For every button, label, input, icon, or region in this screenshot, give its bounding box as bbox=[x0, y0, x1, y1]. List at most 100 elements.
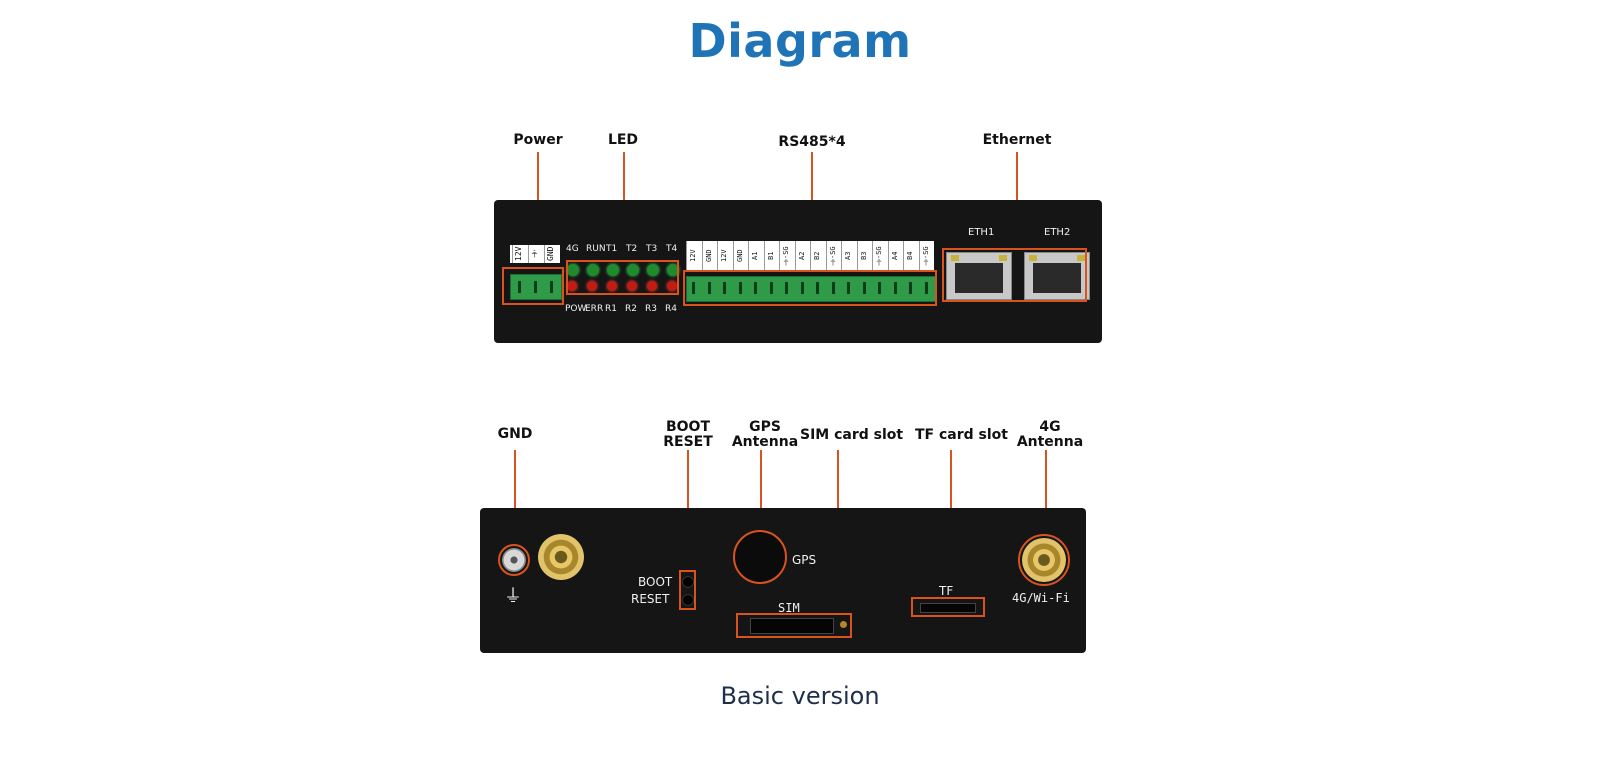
label-rs485: RS485*4 bbox=[778, 134, 846, 150]
power-pin-label: ⏚ bbox=[528, 245, 543, 263]
rs485-pin-label: B3 bbox=[857, 241, 872, 271]
label-tf-slot: TF card slot bbox=[915, 427, 1008, 443]
led-bottom-label: R4 bbox=[665, 304, 677, 314]
gps-antenna-port[interactable] bbox=[733, 530, 787, 584]
rs485-pin-label: 12V bbox=[686, 241, 701, 271]
led-highlight bbox=[566, 260, 679, 295]
gnd-leader-line bbox=[514, 450, 516, 543]
rs485-pin-label: ⏚-SG bbox=[779, 241, 794, 271]
label-4g-line2: Antenna bbox=[1016, 434, 1084, 450]
label-gps-antenna: GPS Antenna bbox=[730, 420, 800, 450]
label-4g-line1: 4G bbox=[1039, 419, 1061, 435]
sma-connector-left[interactable] bbox=[538, 534, 584, 580]
led-top-label: T2 bbox=[626, 244, 638, 254]
eth2-label: ETH2 bbox=[1044, 227, 1071, 238]
rs485-pin-label: GND bbox=[733, 241, 748, 271]
gps-leader-line bbox=[760, 450, 762, 530]
gnd-highlight bbox=[498, 544, 530, 576]
led-top-label: 4G bbox=[566, 244, 579, 254]
led-bottom-label: R3 bbox=[645, 304, 657, 314]
page-title: Diagram bbox=[688, 14, 912, 68]
sim-slot[interactable] bbox=[750, 618, 834, 634]
led-green-indicator bbox=[667, 264, 679, 276]
tf-highlight bbox=[911, 597, 985, 617]
reset-button[interactable] bbox=[682, 594, 694, 606]
led-top-label: RUN bbox=[586, 244, 606, 254]
led-bottom-label: R1 bbox=[605, 304, 617, 314]
led-green-indicator bbox=[607, 264, 619, 276]
boot-button[interactable] bbox=[682, 576, 694, 588]
rs485-terminal-pin bbox=[801, 282, 804, 294]
rs485-terminal-pin bbox=[785, 282, 788, 294]
label-boot-line1: BOOT bbox=[665, 419, 711, 435]
rs485-terminal-pin bbox=[692, 282, 695, 294]
rs485-pin-label: GND bbox=[702, 241, 717, 271]
led-top-label: T3 bbox=[646, 244, 658, 254]
label-boot-reset: BOOT RESET bbox=[655, 420, 721, 450]
label-gnd: GND bbox=[497, 426, 533, 442]
led-red-indicator bbox=[567, 281, 577, 291]
label-4g-antenna: 4G Antenna bbox=[1015, 420, 1085, 450]
rs485-terminal-pin bbox=[832, 282, 835, 294]
rs485-pin-label: B2 bbox=[810, 241, 825, 271]
label-boot-line2: RESET bbox=[663, 434, 713, 450]
rs485-pin-label: B1 bbox=[764, 241, 779, 271]
led-red-indicator bbox=[627, 281, 637, 291]
rs485-terminal-pin bbox=[878, 282, 881, 294]
led-red-indicator bbox=[587, 281, 597, 291]
led-green-indicator bbox=[647, 264, 659, 276]
rs485-pin-label: A2 bbox=[795, 241, 810, 271]
rs485-terminal-pin bbox=[739, 282, 742, 294]
rs485-terminal-pin bbox=[723, 282, 726, 294]
led-bottom-label: POW bbox=[565, 304, 587, 314]
rs485-pin-label: 12V bbox=[717, 241, 732, 271]
4g-leader-line bbox=[1045, 450, 1047, 530]
label-ethernet: Ethernet bbox=[982, 132, 1052, 148]
led-red-indicator bbox=[647, 281, 657, 291]
led-green-indicator bbox=[567, 264, 579, 276]
led-bottom-label: ERR bbox=[585, 304, 604, 314]
rear-panel: ⏚ BOOT RESET GPS SIM TF 4G/Wi-Fi bbox=[480, 508, 1086, 653]
eth2-port[interactable] bbox=[1024, 252, 1090, 300]
ethernet-highlight bbox=[942, 248, 1087, 302]
eth1-label: ETH1 bbox=[968, 227, 995, 238]
rs485-terminal-pin bbox=[754, 282, 757, 294]
label-gps-line2: Antenna bbox=[731, 434, 799, 450]
rs485-pin-label: ⏚-SG bbox=[872, 241, 887, 271]
label-led: LED bbox=[607, 132, 639, 148]
rs485-terminal-pin bbox=[708, 282, 711, 294]
led-top-label: T4 bbox=[666, 244, 678, 254]
power-terminal bbox=[510, 274, 562, 300]
rs485-pin-label: A1 bbox=[748, 241, 763, 271]
sim-text: SIM bbox=[778, 601, 800, 615]
rs485-pin-label: A3 bbox=[841, 241, 856, 271]
rs485-terminal-pin bbox=[816, 282, 819, 294]
power-pin-labels: 12V ⏚ GND bbox=[510, 245, 560, 263]
boot-text: BOOT bbox=[638, 575, 673, 589]
4g-antenna-highlight bbox=[1018, 534, 1070, 586]
ground-symbol-icon: ⏚ bbox=[504, 586, 522, 607]
rs485-terminal-pin bbox=[894, 282, 897, 294]
led-red-indicator bbox=[667, 281, 677, 291]
led-green-indicator bbox=[587, 264, 599, 276]
rs485-terminal-pin bbox=[847, 282, 850, 294]
power-pin-label: 12V bbox=[512, 245, 527, 263]
rs485-pin-label: ⏚-SG bbox=[826, 241, 841, 271]
tf-text: TF bbox=[939, 584, 954, 598]
led-bottom-label: R2 bbox=[625, 304, 637, 314]
rs485-pin-label: A4 bbox=[888, 241, 903, 271]
rs485-terminal-pin bbox=[909, 282, 912, 294]
power-highlight bbox=[502, 267, 564, 305]
led-top-label: T1 bbox=[606, 244, 618, 254]
eth1-port[interactable] bbox=[946, 252, 1012, 300]
rs485-terminal-pin bbox=[770, 282, 773, 294]
rs485-highlight bbox=[683, 270, 937, 306]
rs485-terminal-pin bbox=[863, 282, 866, 294]
tf-slot[interactable] bbox=[920, 603, 976, 613]
label-sim-slot: SIM card slot bbox=[800, 427, 904, 443]
rs485-terminal-pin bbox=[925, 282, 928, 294]
rs485-pin-label: B4 bbox=[903, 241, 918, 271]
boot-reset-highlight bbox=[679, 570, 696, 610]
sim-eject-dot bbox=[840, 621, 847, 628]
